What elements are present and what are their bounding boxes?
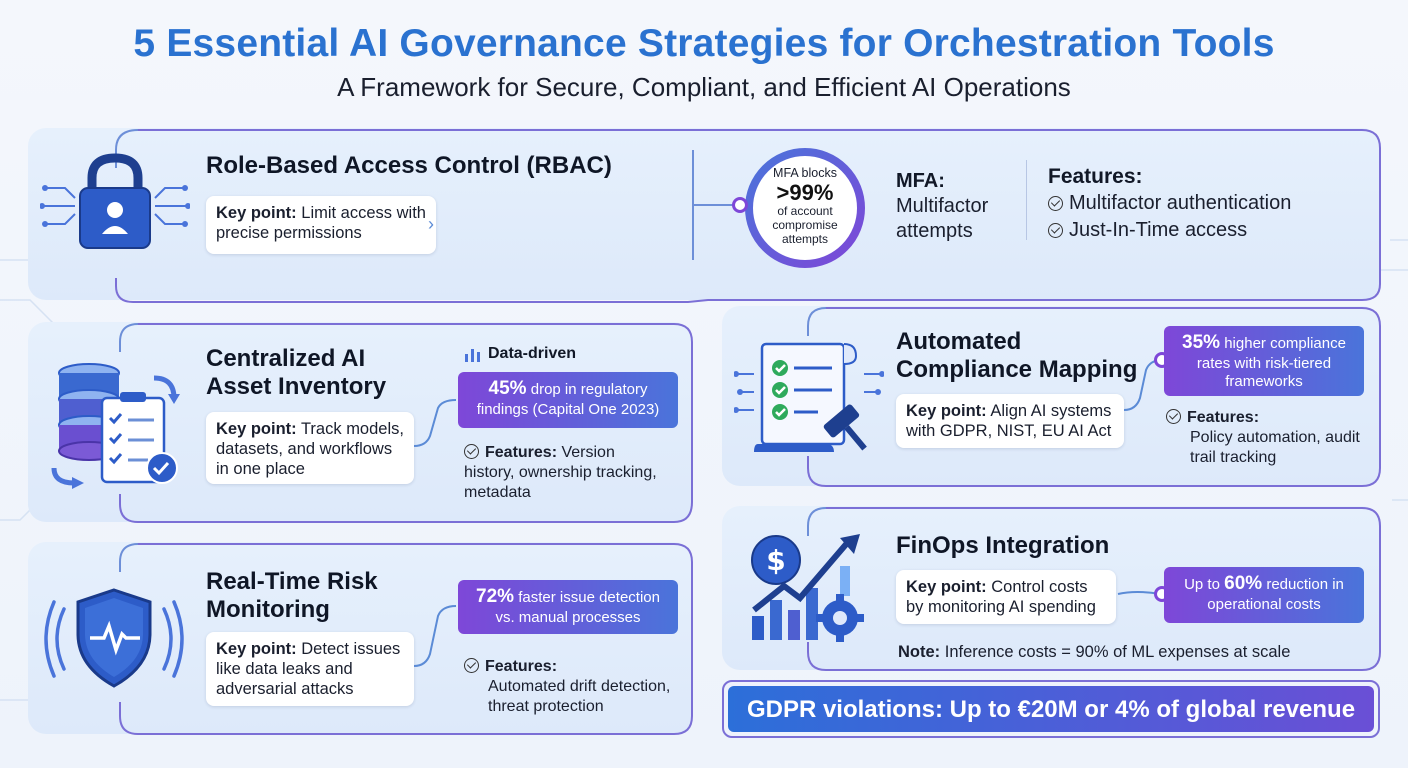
stat-pre: Up to xyxy=(1184,576,1220,593)
risk-stat: 72% faster issue detection vs. manual pr… xyxy=(458,580,678,634)
rbac-features-label: Features: xyxy=(1048,165,1143,188)
card-frame-compliance xyxy=(807,307,1381,487)
card-frame-inventory xyxy=(119,323,693,523)
gdpr-banner-text: GDPR violations: Up to €20M or 4% of glo… xyxy=(746,696,1356,723)
key-label: Key point: xyxy=(906,578,987,596)
bar-chart-icon xyxy=(465,349,480,362)
compliance-key-point: Key point: Align AI systems with GDPR, N… xyxy=(896,394,1124,448)
card-frame-risk xyxy=(119,543,693,735)
stat-value: 60% xyxy=(1224,573,1263,594)
check-icon xyxy=(464,444,479,459)
key-label: Key point: xyxy=(216,204,297,222)
chevron-right-icon: › xyxy=(428,214,434,234)
bracket-connector xyxy=(413,399,457,447)
rbac-feature-item: Multifactor authentication xyxy=(1048,192,1291,215)
stat-value: 72% xyxy=(476,586,515,607)
stat-value: 45% xyxy=(488,378,527,399)
key-label: Key point: xyxy=(906,402,987,420)
page-title: 5 Essential AI Governance Strategies for… xyxy=(133,22,1275,65)
risk-title: Real-Time Risk Monitoring xyxy=(206,568,378,623)
rbac-title: Role-Based Access Control (RBAC) xyxy=(206,152,612,179)
features-text: Version history, ownership tracking, met… xyxy=(464,444,657,501)
stat-text: faster issue detection vs. manual proces… xyxy=(495,589,660,626)
compliance-stat: 35% higher compliance rates with risk-ti… xyxy=(1164,326,1364,396)
check-icon xyxy=(1048,223,1063,238)
finops-key-point: Key point: Control costs by monitoring A… xyxy=(896,570,1116,624)
mfa-label: MFA: xyxy=(896,170,945,192)
rbac-key-point: Key point: Limit access with precise per… xyxy=(206,196,436,254)
key-text: Align AI systems with GDPR, NIST, EU AI … xyxy=(906,402,1112,440)
risk-key-point: Key point: Detect issues like data leaks… xyxy=(206,632,414,706)
stat-text: reduction in operational costs xyxy=(1207,576,1344,613)
finops-stat: Up to 60% reduction in operational costs xyxy=(1164,567,1364,623)
document-gavel-icon xyxy=(734,342,884,452)
compliance-features: Features: Policy automation, audit trail… xyxy=(1166,408,1366,468)
mfa-text: Multifactor attempts xyxy=(896,195,989,242)
gdpr-banner xyxy=(728,686,1374,732)
key-label: Key point: xyxy=(216,640,297,658)
check-icon xyxy=(464,658,479,673)
mfa-circle-big: >99% xyxy=(776,180,834,205)
inventory-features: Features: Version history, ownership tra… xyxy=(464,443,664,503)
risk-features: Features: Automated drift detection, thr… xyxy=(464,657,690,717)
key-text: Limit access with precise permissions xyxy=(216,204,426,242)
stat-text: higher compliance rates with risk-tiered… xyxy=(1196,335,1346,390)
data-driven-label: Data-driven xyxy=(488,345,577,362)
features-label: Features: xyxy=(1187,409,1260,426)
card-frame-finops xyxy=(807,507,1381,671)
finops-title: FinOps Integration xyxy=(896,532,1110,559)
features-label: Features: xyxy=(485,444,558,461)
finance-growth-icon: $ xyxy=(751,534,864,642)
check-icon xyxy=(1048,196,1063,211)
padlock-icon xyxy=(40,153,190,249)
rbac-feature-item: Just-In-Time access xyxy=(1048,219,1247,242)
finops-note: Note: Inference costs = 90% of ML expens… xyxy=(898,642,1358,663)
page-subtitle: A Framework for Secure, Compliant, and E… xyxy=(337,72,1071,102)
shield-pulse-icon xyxy=(44,588,184,688)
check-icon xyxy=(1166,409,1181,424)
stat-text: drop in regulatory findings (Capital One… xyxy=(476,381,660,418)
features-text: Automated drift detection, threat protec… xyxy=(488,678,671,715)
inventory-stat: 45% drop in regulatory findings (Capital… xyxy=(458,372,678,428)
key-text: Detect issues like data leaks and advers… xyxy=(216,640,401,698)
note-label: Note: xyxy=(898,643,941,661)
vertical-divider xyxy=(1026,160,1027,240)
key-text: Control costs by monitoring AI spending xyxy=(906,578,1096,616)
bracket-connector xyxy=(413,605,457,667)
mfa-circle-bottom: of account compromise attempts xyxy=(772,204,838,246)
card-frame-rbac xyxy=(115,129,1381,303)
mfa-circle-top: MFA blocks xyxy=(773,166,837,180)
mfa-stat-ring xyxy=(745,148,865,268)
feature-text: Multifactor authentication xyxy=(1069,192,1292,214)
inventory-key-point: Key point: Track models, datasets, and w… xyxy=(206,412,414,484)
feature-text: Just-In-Time access xyxy=(1069,219,1248,241)
inventory-title: Centralized AI Asset Inventory xyxy=(206,345,387,400)
svg-text:$: $ xyxy=(766,544,785,577)
stat-value: 35% xyxy=(1182,332,1221,353)
compliance-title: Automated Compliance Mapping xyxy=(896,328,1138,383)
features-text: Policy automation, audit trail tracking xyxy=(1190,429,1360,466)
features-label: Features: xyxy=(485,658,558,675)
database-clipboard-icon xyxy=(51,363,180,489)
key-text: Track models, datasets, and workflows in… xyxy=(216,420,404,478)
key-label: Key point: xyxy=(216,420,297,438)
note-text: Inference costs = 90% of ML expenses at … xyxy=(944,643,1291,661)
connector-node xyxy=(732,197,748,213)
